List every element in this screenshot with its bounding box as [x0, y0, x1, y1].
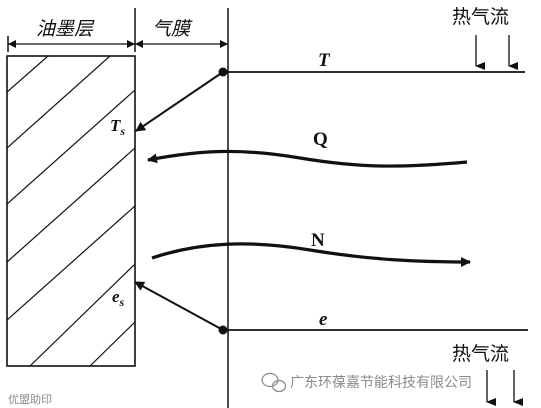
- hot-air-flow-top-label: 热气流: [452, 6, 509, 28]
- surface-concentration-arrow: [134, 281, 224, 331]
- air-film-dimension: [135, 40, 228, 48]
- watermark: 广东环葆嘉节能科技有限公司 优盟助印: [8, 372, 472, 406]
- ink-layer-dimension: [7, 8, 136, 52]
- vapor-concentration-label: e: [319, 309, 328, 330]
- watermark-company: 广东环葆嘉节能科技有限公司: [290, 375, 472, 391]
- mass-flux-label: N: [311, 230, 325, 251]
- ink-layer-block: [6, 55, 136, 367]
- surface-concentration-label: es: [112, 287, 125, 309]
- surface-temperature-arrow: [135, 71, 224, 132]
- ink-layer-label: 油墨层: [36, 18, 95, 40]
- watermark-left: 优盟助印: [8, 392, 52, 406]
- heat-flux-arrow: [147, 149, 468, 168]
- mass-flux-arrow: [151, 242, 471, 267]
- wechat-icon: [261, 372, 287, 393]
- surface-temperature-label: Ts: [110, 116, 125, 138]
- hot-air-flow-bottom-label: 热气流: [452, 343, 509, 365]
- air-film-label: 气膜: [152, 18, 193, 40]
- temperature-label: T: [318, 50, 331, 71]
- heat-flux-label: Q: [313, 129, 328, 150]
